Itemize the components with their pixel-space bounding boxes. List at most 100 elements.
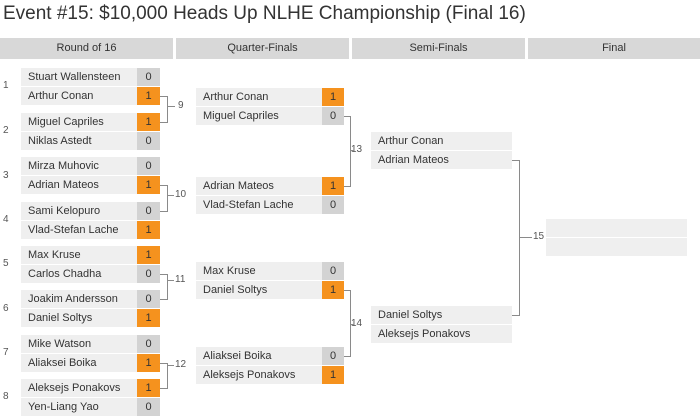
player-name: Adrian Mateos (203, 180, 274, 192)
player-name: Miguel Capriles (203, 110, 279, 122)
bracket-line (519, 237, 532, 238)
player-name: Max Kruse (203, 265, 256, 277)
player-row[interactable]: Daniel Soltys 1 (21, 309, 160, 327)
match-number-11: 11 (175, 274, 186, 285)
player-row[interactable]: Arthur Conan 1 (196, 88, 344, 106)
player-name: Arthur Conan (28, 90, 94, 102)
bracket-line (167, 365, 174, 366)
bracket-line (512, 315, 520, 316)
player-name: Aliaksei Boika (28, 357, 97, 369)
player-name: Daniel Soltys (28, 312, 93, 324)
player-name: Vlad-Stefan Lache (28, 224, 119, 236)
player-name (546, 238, 687, 256)
score-box: 0 (137, 335, 160, 353)
bracket-line (160, 185, 168, 186)
score-box: 0 (137, 157, 160, 175)
bracket-line (167, 280, 174, 281)
player-name: Carlos Chadha (28, 268, 102, 280)
bracket-line (350, 150, 354, 151)
score-box: 1 (137, 309, 160, 327)
score-box: 0 (137, 202, 160, 220)
bracket-line (167, 96, 168, 123)
player-row[interactable]: Aleksejs Ponakovs 1 (21, 379, 160, 397)
player-name: Aleksejs Ponakovs (203, 369, 296, 381)
bracket-line (167, 274, 168, 300)
bracket-line (160, 96, 168, 97)
player-name: Aliaksei Boika (203, 350, 272, 362)
match-number-13: 13 (351, 144, 363, 155)
player-name: Adrian Mateos (378, 154, 449, 166)
player-name: Arthur Conan (378, 135, 444, 147)
player-row[interactable] (546, 219, 687, 237)
player-name: Joakim Andersson (28, 293, 118, 305)
score-box: 0 (322, 347, 344, 365)
score-box: 1 (322, 88, 344, 106)
player-row[interactable]: Yen-Liang Yao 0 (21, 398, 160, 416)
score-box: 1 (137, 379, 160, 397)
player-row[interactable]: Joakim Andersson 0 (21, 290, 160, 308)
match-number-8: 8 (3, 391, 9, 402)
score-box: 0 (137, 398, 160, 416)
bracket-line (512, 160, 520, 161)
score-box: 1 (322, 177, 344, 195)
player-row[interactable]: Aliaksei Boika 0 (196, 347, 344, 365)
player-row[interactable]: Adrian Mateos (371, 151, 512, 169)
bracket-line (160, 211, 168, 212)
page-title: Event #15: $10,000 Heads Up NLHE Champio… (3, 3, 526, 24)
bracket-line (519, 160, 520, 316)
player-row[interactable]: Aleksejs Ponakovs (371, 325, 512, 343)
player-row[interactable]: Arthur Conan (371, 132, 512, 150)
bracket-line (344, 356, 351, 357)
player-name: Arthur Conan (203, 91, 269, 103)
score-box: 1 (322, 281, 344, 299)
bracket-line (160, 274, 168, 275)
match-number-9: 9 (178, 100, 184, 111)
match-number-7: 7 (3, 347, 9, 358)
match-number-10: 10 (175, 189, 187, 200)
match-number-6: 6 (3, 303, 9, 314)
player-row[interactable] (546, 238, 687, 256)
player-name: Miguel Capriles (28, 116, 104, 128)
bracket-line (344, 186, 351, 187)
player-row[interactable]: Adrian Mateos 1 (196, 177, 344, 195)
bracket-line (344, 290, 351, 291)
player-row[interactable]: Max Kruse 0 (196, 262, 344, 280)
bracket-line (160, 363, 168, 364)
match-number-5: 5 (3, 258, 9, 269)
bracket-line (167, 195, 174, 196)
match-number-12: 12 (175, 359, 187, 370)
player-name: Vlad-Stefan Lache (203, 199, 294, 211)
bracket-line (167, 363, 168, 389)
player-name: Aleksejs Ponakovs (28, 382, 121, 394)
score-box: 0 (322, 262, 344, 280)
match-number-1: 1 (3, 80, 9, 91)
round-header-round-of-16: Round of 16 (0, 38, 173, 59)
player-row[interactable]: Daniel Soltys (371, 306, 512, 324)
score-box: 0 (137, 290, 160, 308)
player-name: Yen-Liang Yao (28, 401, 99, 413)
round-header-semi-finals: Semi-Finals (352, 38, 525, 59)
player-name: Aleksejs Ponakovs (378, 328, 471, 340)
player-name: Niklas Astedt (28, 135, 92, 147)
